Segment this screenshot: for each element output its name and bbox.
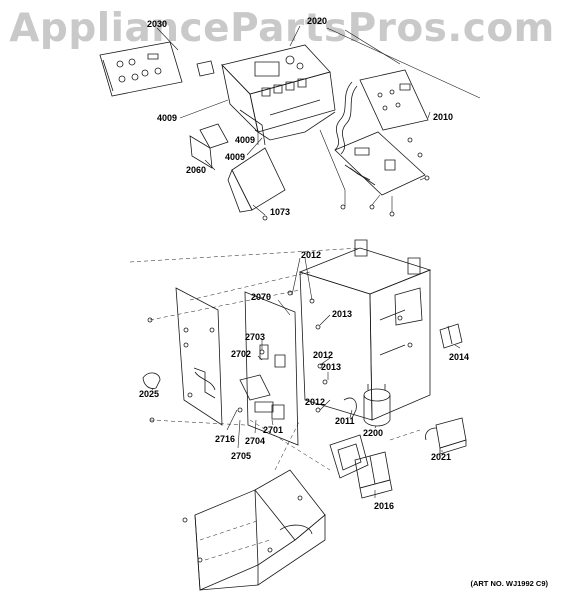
art-number: (ART NO. WJ1992 C9) <box>470 579 548 588</box>
leader-lines-bottom <box>152 258 460 498</box>
part-2014 <box>440 324 462 348</box>
callout-2704: 2704 <box>245 436 266 446</box>
callout-2070: 2070 <box>251 292 272 302</box>
main-frame <box>300 240 430 420</box>
relay-2016 <box>355 452 392 498</box>
callout-2020: 2020 <box>307 16 328 26</box>
base-pan <box>195 470 325 590</box>
callout-2014: 2014 <box>449 352 470 362</box>
callout-4009-c: 4009 <box>225 152 246 162</box>
callout-2030: 2030 <box>147 19 168 29</box>
callout-2011: 2011 <box>335 416 355 426</box>
part-2025 <box>143 373 160 389</box>
callout-2013-b: 2013 <box>321 362 342 372</box>
bracket-2060 <box>190 124 228 168</box>
control-board-2010 <box>335 70 428 154</box>
part-2011 <box>344 398 356 418</box>
callout-2200: 2200 <box>363 428 384 438</box>
left-side-panel <box>176 288 222 425</box>
watermark: AppliancePartsPros.com <box>9 6 555 51</box>
callout-4009-b: 4009 <box>235 135 256 145</box>
callout-2012-a: 2012 <box>301 250 322 260</box>
callout-2705: 2705 <box>231 451 252 461</box>
cover-1073 <box>228 148 285 212</box>
dashed-leaders-bottom <box>130 248 420 560</box>
leader-lines-top <box>157 26 480 215</box>
callout-2060: 2060 <box>186 165 207 175</box>
callout-1073: 1073 <box>270 207 291 217</box>
callout-2012-c: 2012 <box>305 397 326 407</box>
callout-2010: 2010 <box>433 112 454 122</box>
center-panel-2070 <box>240 292 298 445</box>
callout-2016: 2016 <box>374 501 395 511</box>
mounting-plate <box>330 435 368 478</box>
callout-2012-b: 2012 <box>313 350 334 360</box>
callout-4009-a: 4009 <box>157 113 178 123</box>
screws-top <box>263 138 429 220</box>
callout-2701: 2701 <box>263 425 284 435</box>
small-tag <box>197 61 214 76</box>
callout-2716: 2716 <box>215 434 236 444</box>
callout-2021: 2021 <box>431 452 452 462</box>
panel-overlay-2030 <box>100 42 182 96</box>
capacitor-2200 <box>364 384 390 426</box>
callout-2025: 2025 <box>139 389 160 399</box>
main-pcb <box>335 132 425 195</box>
callout-2702: 2702 <box>231 349 252 359</box>
callout-2013-a: 2013 <box>332 309 353 319</box>
screws-bottom <box>148 291 412 562</box>
transformer-2021 <box>425 418 466 454</box>
console-housing-2020 <box>222 45 335 145</box>
callout-2703: 2703 <box>245 332 266 342</box>
